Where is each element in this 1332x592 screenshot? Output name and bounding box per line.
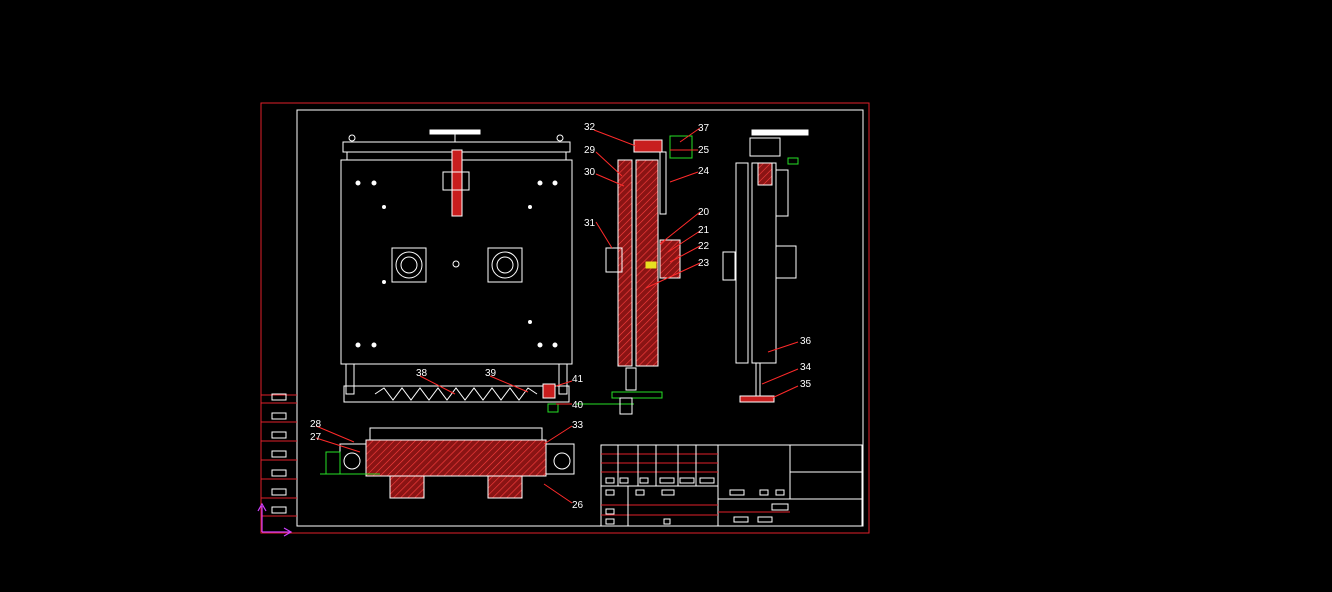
part-label-27: 27 <box>310 432 322 443</box>
side-section-view <box>576 135 693 415</box>
part-label-22: 22 <box>698 241 710 252</box>
plan-view <box>320 427 575 499</box>
part-label-39: 39 <box>485 368 497 379</box>
part-label-37: 37 <box>698 123 710 134</box>
part-label-35: 35 <box>800 379 812 390</box>
binding-margin-tabs <box>261 393 297 517</box>
part-label-36: 36 <box>800 336 812 347</box>
part-label-25: 25 <box>698 145 710 156</box>
part-label-41: 41 <box>572 374 584 385</box>
part-label-30: 30 <box>584 167 596 178</box>
title-block <box>600 444 863 527</box>
part-label-20: 20 <box>698 207 710 218</box>
part-label-21: 21 <box>698 225 710 236</box>
part-label-29: 29 <box>584 145 596 156</box>
part-label-33: 33 <box>572 420 584 431</box>
front-view <box>340 129 573 413</box>
part-label-40: 40 <box>572 400 584 411</box>
inner-drawing-border <box>296 109 864 527</box>
ucs-axis-icon <box>257 502 293 537</box>
part-label-23: 23 <box>698 258 710 269</box>
leader-lines <box>315 127 799 504</box>
part-number-labels: 32 29 30 31 37 25 24 20 21 22 23 36 34 3… <box>310 122 812 511</box>
outer-sheet-frame <box>260 102 870 534</box>
part-label-34: 34 <box>800 362 812 373</box>
part-label-32: 32 <box>584 122 596 133</box>
part-label-28: 28 <box>310 419 322 430</box>
part-label-24: 24 <box>698 166 710 177</box>
part-label-26: 26 <box>572 500 584 511</box>
part-label-38: 38 <box>416 368 428 379</box>
right-side-view <box>722 129 809 403</box>
part-label-31: 31 <box>584 218 596 229</box>
